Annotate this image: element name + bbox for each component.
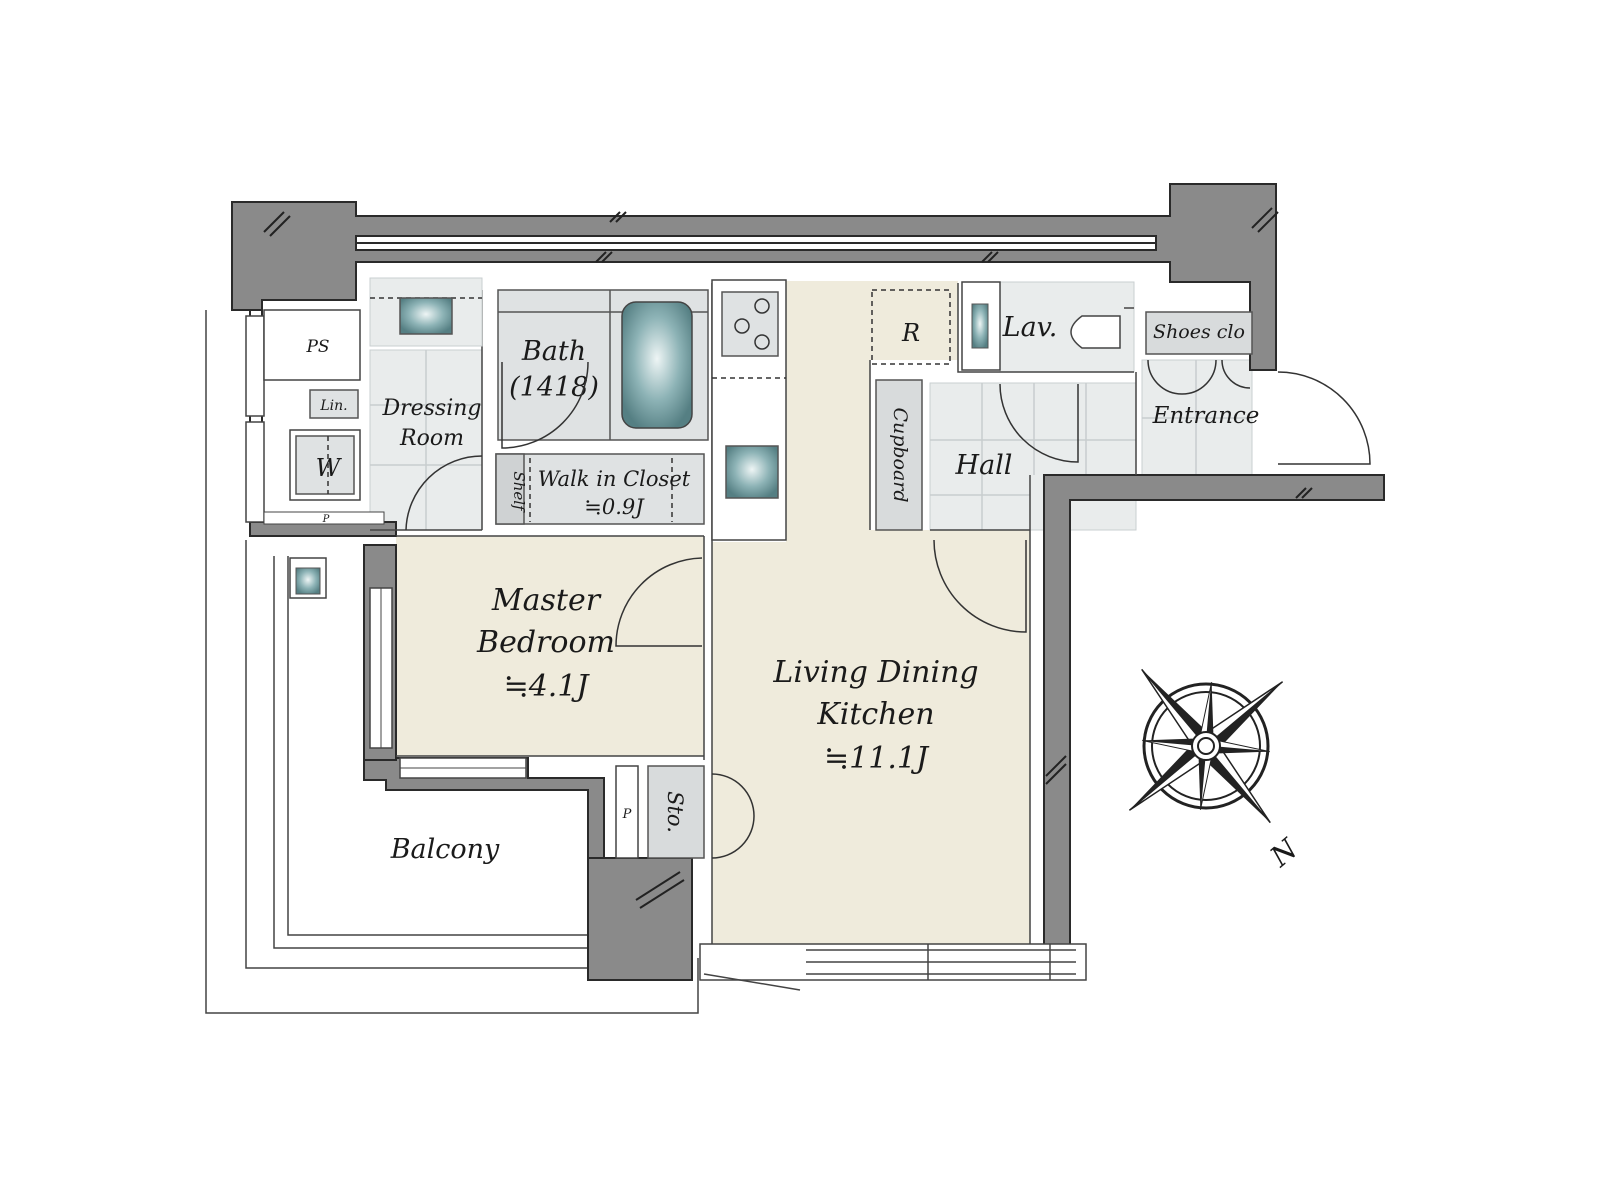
doors <box>405 359 1371 859</box>
cupboard-label: Cupboard <box>889 407 911 502</box>
shoe-closet <box>1145 311 1253 355</box>
ldk-label-3: ≒11.1J <box>824 741 930 776</box>
storage-label: Sto. <box>663 791 687 833</box>
lavatory: Lav. Shoes clo Entrance Hall <box>955 281 1260 481</box>
refrigerator-space <box>871 289 951 365</box>
balcony-label: Balcony <box>390 834 500 865</box>
bath-label-2: (1418) <box>509 372 599 403</box>
hall-label: Hall <box>955 450 1013 481</box>
room-floors <box>396 281 1030 950</box>
wic-label-1: Walk in Closet <box>538 467 691 491</box>
p-label-2: P <box>622 807 632 822</box>
master-label-3: ≒4.1J <box>504 669 591 704</box>
ps-shaft <box>263 309 361 381</box>
lav-label: Lav. <box>1002 312 1058 343</box>
storage: P Sto. <box>615 765 705 859</box>
shelf-label: Shelf <box>510 471 528 513</box>
dressing-label-2: Room <box>399 426 464 451</box>
kitchen-sink-icon <box>725 445 779 499</box>
shoes-label: Shoes clo <box>1153 321 1245 343</box>
bath-label-1: Bath <box>521 336 586 367</box>
tiled-floors <box>369 281 1253 531</box>
ldk-label-1: Living Dining <box>772 655 978 690</box>
room-labels: Master Bedroom ≒4.1J Living Dining Kitch… <box>476 583 979 776</box>
partitions <box>245 283 1137 991</box>
master-label-1: Master <box>491 583 602 618</box>
washer-label: W <box>316 454 343 482</box>
refrigerator-label: R <box>901 319 920 347</box>
kitchen-counter: R Cupboard <box>711 279 951 541</box>
stove-icon <box>721 291 779 357</box>
linen-label: Lin. <box>319 398 347 414</box>
entrance-label: Entrance <box>1152 403 1260 429</box>
cupboard <box>875 379 923 531</box>
balcony: Balcony <box>205 310 699 1014</box>
compass-icon <box>1128 668 1284 824</box>
dressing-label-1: Dressing <box>381 396 481 421</box>
ldk-label-2: Kitchen <box>816 697 934 732</box>
vanity-sink <box>399 297 453 335</box>
north-label: N <box>1263 831 1305 874</box>
toilet-icon <box>1070 315 1121 349</box>
walls <box>231 183 1385 981</box>
master-label-2: Bedroom <box>476 625 615 660</box>
wic-label-2: ≒0.9J <box>584 495 645 519</box>
services: PS Lin. W P Dressing Room Bath (1418) Sh… <box>263 277 709 599</box>
ps-label: PS <box>305 337 329 357</box>
bathtub <box>621 301 693 429</box>
p-label-1: P <box>322 514 330 525</box>
storage-closet <box>647 765 705 859</box>
linen-cabinet <box>309 389 359 419</box>
